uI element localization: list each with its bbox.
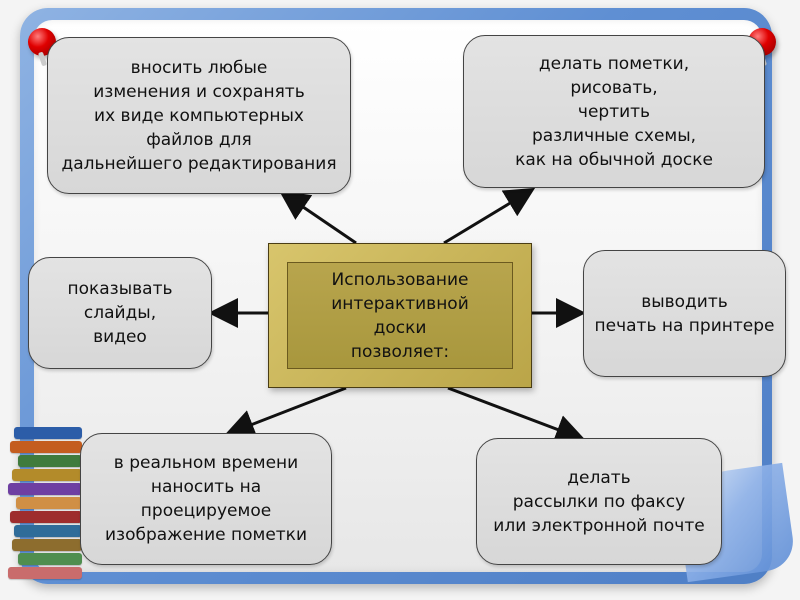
book-stack-8	[14, 525, 82, 537]
center-concept-label: Использование интерактивной доски позвол…	[331, 269, 469, 362]
book-stack-6	[16, 497, 82, 509]
node-bottom-right: делать рассылки по факсу или электронной…	[476, 438, 722, 565]
book-stack-3	[18, 455, 82, 467]
book-stack-11	[8, 567, 82, 579]
book-stack-5	[8, 483, 82, 495]
node-top-left-label: вносить любые изменения и сохранять их в…	[61, 57, 337, 174]
book-stack-9	[12, 539, 82, 551]
book-stack-10	[18, 553, 82, 565]
center-concept-inner: Использование интерактивной доски позвол…	[287, 262, 513, 369]
book-stack-4	[12, 469, 82, 481]
node-middle-right: выводить печать на принтере	[583, 250, 786, 377]
node-bottom-left-label: в реальном времени наносить на проецируе…	[105, 453, 307, 545]
stack-of-books-icon	[0, 425, 95, 600]
node-bottom-right-label: делать рассылки по факсу или электронной…	[493, 467, 705, 536]
node-middle-left: показывать слайды, видео	[28, 257, 212, 369]
arrow-top-right	[443, 187, 536, 245]
arrow-bottom-right	[447, 386, 586, 444]
book-stack-2	[10, 441, 82, 453]
node-top-right: делать пометки, рисовать, чертить различ…	[463, 35, 765, 188]
arrow-bottom-left	[224, 386, 347, 439]
book-stack-7	[10, 511, 82, 523]
node-middle-right-label: выводить печать на принтере	[594, 291, 775, 336]
arrow-top-left	[279, 190, 357, 245]
node-top-left: вносить любые изменения и сохранять их в…	[47, 37, 351, 194]
node-top-right-label: делать пометки, рисовать, чертить различ…	[515, 53, 713, 170]
center-concept-box: Использование интерактивной доски позвол…	[268, 243, 532, 388]
node-bottom-left: в реальном времени наносить на проецируе…	[80, 433, 332, 565]
book-stack-1	[14, 427, 82, 439]
node-middle-left-label: показывать слайды, видео	[67, 279, 173, 347]
